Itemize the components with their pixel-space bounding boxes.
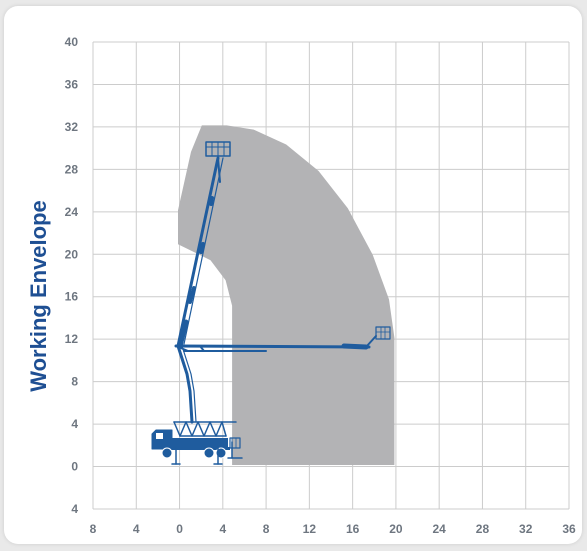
y-tick-label: 4: [71, 502, 78, 516]
y-tick-label: 20: [65, 247, 79, 261]
stowed-boom: [173, 421, 241, 449]
y-tick-label: 8: [71, 375, 78, 389]
y-tick-label: 0: [71, 460, 78, 474]
working-envelope-area: [178, 125, 395, 466]
top-basket-icon: [205, 141, 231, 157]
y-tick-label: 32: [65, 120, 79, 134]
side-basket-icon: [375, 326, 391, 340]
x-tick-label: 16: [346, 522, 360, 536]
vertical-boom: [176, 156, 224, 349]
x-tick-label: 12: [303, 522, 317, 536]
y-tick-label: 24: [65, 205, 79, 219]
horizontal-boom: [174, 335, 377, 352]
x-tick-label: 20: [389, 522, 403, 536]
x-tick-label: 28: [476, 522, 490, 536]
x-tick-label: 24: [433, 522, 447, 536]
x-tick-label: 32: [519, 522, 533, 536]
y-tick-label: 28: [65, 162, 79, 176]
x-tick-label: 0: [176, 522, 183, 536]
y-tick-label: 4: [71, 417, 78, 431]
chart-title: Working Envelope: [26, 200, 51, 392]
x-tick-label: 36: [562, 522, 576, 536]
lower-boom: [176, 344, 197, 424]
x-tick-label: 8: [90, 522, 97, 536]
aerial-platform-machine: [151, 141, 391, 465]
x-tick-label: 4: [219, 522, 226, 536]
x-axis-ticks: 8 4 0 4 8 12 16 20 24 28 32 36: [90, 522, 576, 536]
y-tick-label: 12: [65, 332, 79, 346]
x-tick-label: 8: [263, 522, 270, 536]
truck-icon: [151, 429, 230, 459]
y-tick-label: 16: [65, 290, 79, 304]
y-tick-label: 40: [65, 35, 79, 49]
y-tick-label: 36: [65, 77, 79, 91]
x-tick-label: 4: [133, 522, 140, 536]
